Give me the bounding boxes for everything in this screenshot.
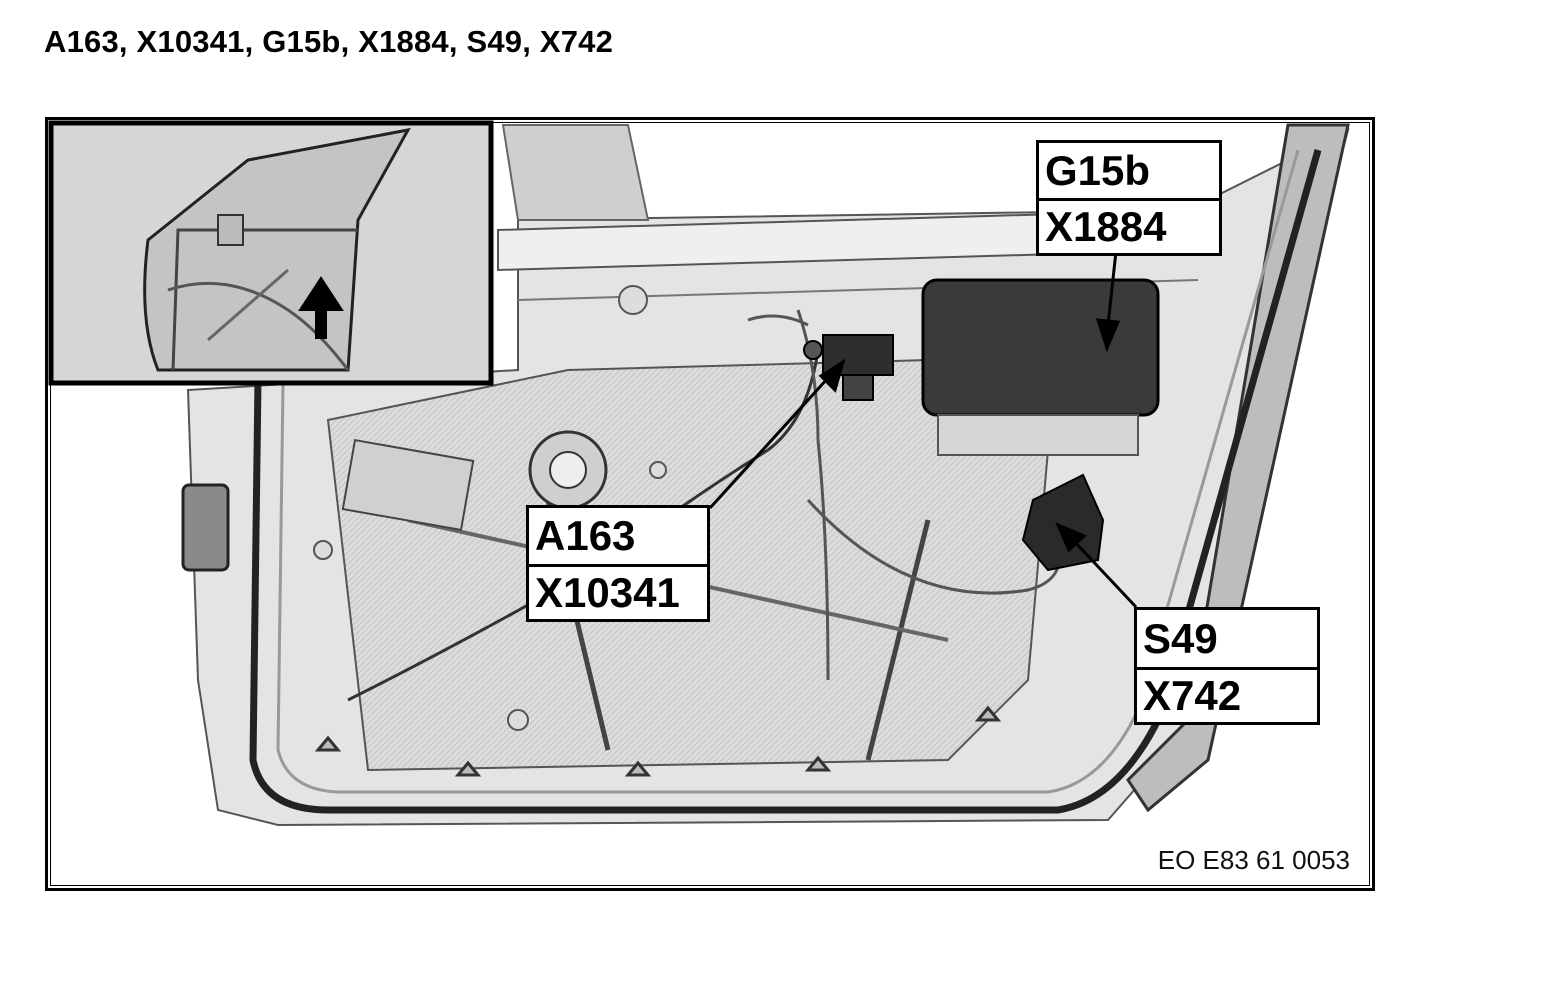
callout-a163-top: A163 (535, 512, 636, 559)
trim-clips (314, 705, 1002, 777)
door-seal (249, 149, 1322, 814)
door-hinge (181, 483, 230, 572)
up-arrow-icon (298, 276, 344, 339)
callout-a163: A163 X10341 (526, 505, 710, 622)
callout-s49-top: S49 (1143, 614, 1218, 662)
s49-leader (1071, 538, 1138, 609)
callout-a163-bottom: X10341 (529, 564, 707, 619)
callout-g15b-bottom: X1884 (1039, 198, 1219, 253)
callout-s49: S49 X742 (1134, 607, 1320, 725)
a163-leader (708, 376, 830, 510)
g15b-module (921, 278, 1160, 417)
callout-g15b: G15b X1884 (1036, 140, 1222, 256)
callout-g15b-top: G15b (1045, 146, 1151, 194)
window-pillar (501, 124, 650, 221)
figure-reference-code: EO E83 61 0053 (1157, 845, 1350, 875)
door-diagram-figure: G15b X1884 A163 X10341 S49 X742 EO E83 6… (45, 117, 1375, 891)
page-title: A163, X10341, G15b, X1884, S49, X742 (44, 24, 614, 59)
callout-s49-bottom: X742 (1137, 667, 1317, 722)
inset-detail (48, 120, 494, 386)
s49-switch (1021, 473, 1105, 572)
a163-module (822, 334, 894, 376)
